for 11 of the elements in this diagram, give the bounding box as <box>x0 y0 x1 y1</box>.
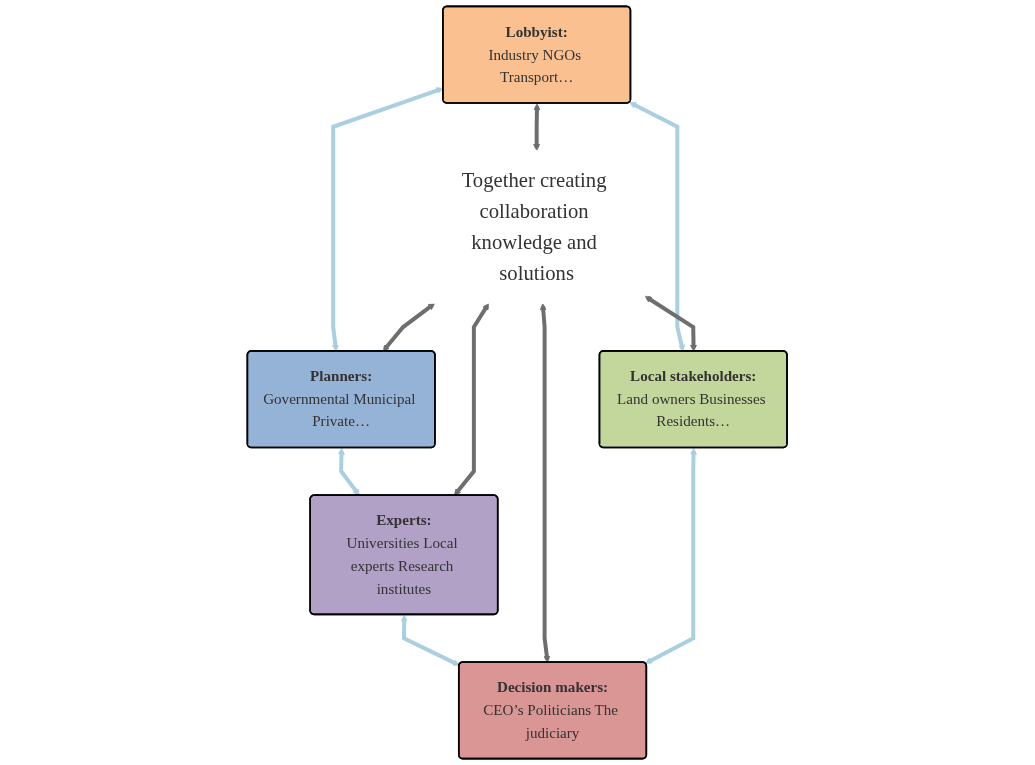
arrow <box>645 295 698 352</box>
arrow <box>338 447 361 496</box>
arrow <box>454 303 490 496</box>
arrow <box>533 103 541 151</box>
arrow <box>540 303 551 663</box>
arrow <box>331 87 444 352</box>
node-text: Together creating collaboration knowledge and solutions <box>461 168 607 285</box>
arrow <box>629 102 686 352</box>
arrow <box>401 614 460 666</box>
arrow <box>645 447 698 664</box>
arrow <box>383 303 436 352</box>
